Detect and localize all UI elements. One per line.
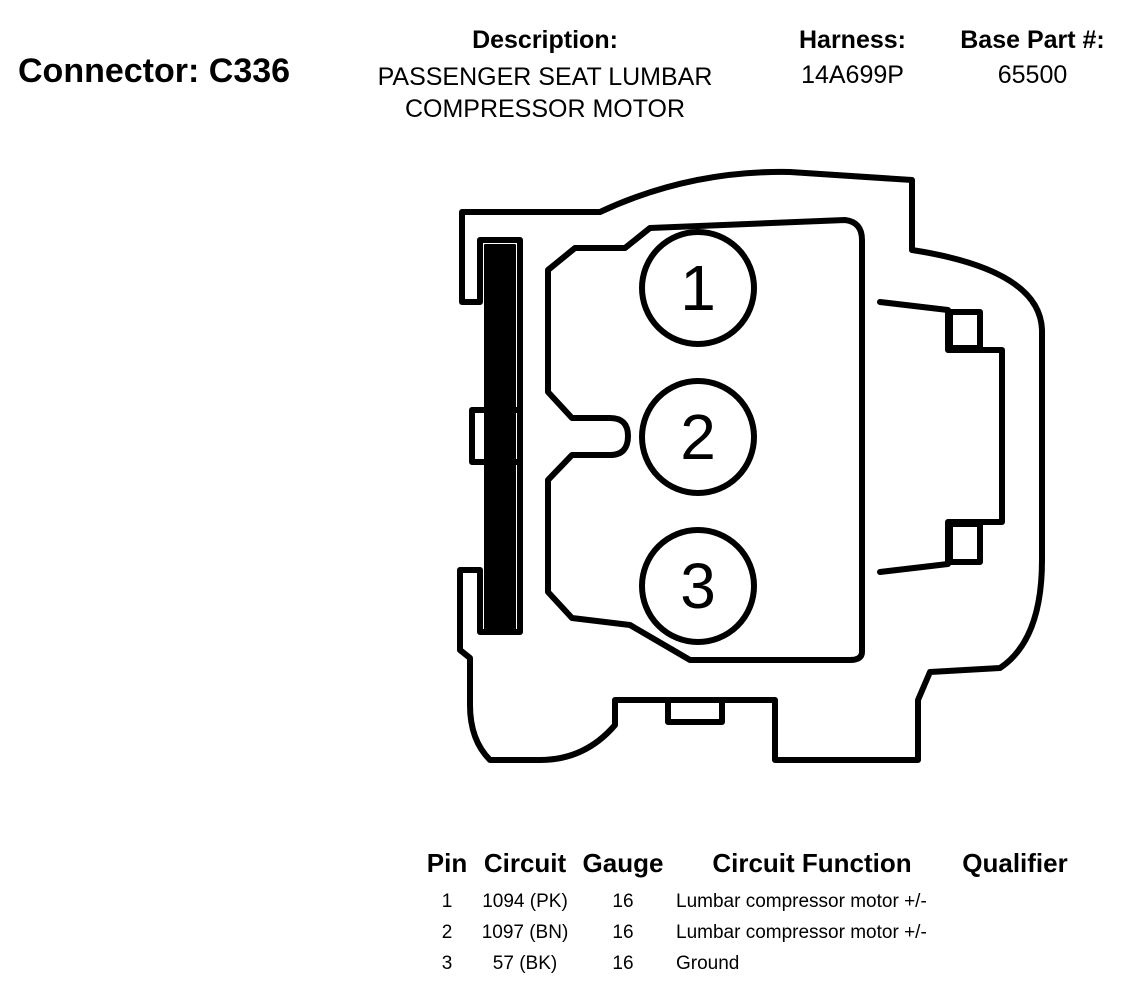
description-block: Description: PASSENGER SEAT LUMBAR COMPR… (340, 26, 750, 125)
cell-circuit: 1094 (PK) (482, 891, 568, 912)
cell-gauge: 16 (612, 953, 634, 974)
cell-qualifier (954, 949, 1076, 980)
right-latch-notch-bottom (947, 521, 983, 565)
description-line-2: COMPRESSOR MOTOR (404, 95, 686, 123)
connector-face-diagram: 1 2 3 (457, 168, 1045, 763)
pin-table-header: Pin Circuit Gauge Circuit Function Quali… (420, 848, 1076, 887)
header-pin: Pin (426, 848, 468, 878)
latch-bar (484, 244, 516, 631)
pin-table: Pin Circuit Gauge Circuit Function Quali… (420, 848, 1076, 980)
bottom-key (665, 697, 725, 725)
header-circuit-function: Circuit Function (712, 848, 912, 878)
description-label: Description: (472, 26, 618, 54)
pin-2-circle (639, 378, 757, 496)
cell-gauge: 16 (612, 922, 634, 943)
cell-function: Ground (676, 953, 740, 974)
cell-qualifier (954, 887, 1076, 918)
cell-circuit: 57 (BK) (492, 953, 558, 974)
cell-pin: 1 (441, 891, 453, 912)
inner-cavity (545, 217, 865, 663)
cell-circuit: 1097 (BN) (481, 922, 569, 943)
housing-outline (457, 168, 1045, 763)
right-latch-notch-top (947, 309, 983, 351)
pin-3-label: 3 (680, 550, 716, 622)
cell-qualifier (954, 918, 1076, 949)
connector-title: Connector: C336 (18, 52, 291, 90)
cell-gauge: 16 (612, 891, 634, 912)
left-tab (469, 407, 523, 465)
harness-value: 14A699P (801, 61, 904, 89)
pin-3-circle (639, 527, 757, 645)
header-qualifier: Qualifier (962, 848, 1068, 878)
base-part-block: Base Part #: 65500 (945, 26, 1120, 90)
harness-block: Harness: 14A699P (780, 26, 925, 90)
table-row: 2 1097 (BN) 16 Lumbar compressor motor +… (420, 918, 1076, 949)
cell-pin: 3 (441, 953, 453, 974)
pin-2-label: 2 (680, 401, 716, 473)
pin-1-circle (639, 229, 757, 347)
table-row: 1 1094 (PK) 16 Lumbar compressor motor +… (420, 887, 1076, 918)
cell-function: Lumbar compressor motor +/- (676, 922, 927, 943)
cell-pin: 2 (441, 922, 453, 943)
description-line-1: PASSENGER SEAT LUMBAR (377, 63, 713, 91)
base-part-label: Base Part #: (960, 26, 1105, 54)
table-row: 3 57 (BK) 16 Ground (420, 949, 1076, 980)
cell-function: Lumbar compressor motor +/- (676, 891, 927, 912)
header-circuit: Circuit (483, 848, 567, 878)
base-part-value: 65500 (997, 61, 1068, 89)
harness-label: Harness: (799, 26, 906, 54)
header-gauge: Gauge (582, 848, 664, 878)
right-latch (877, 299, 1005, 575)
pin-1-label: 1 (680, 252, 716, 324)
